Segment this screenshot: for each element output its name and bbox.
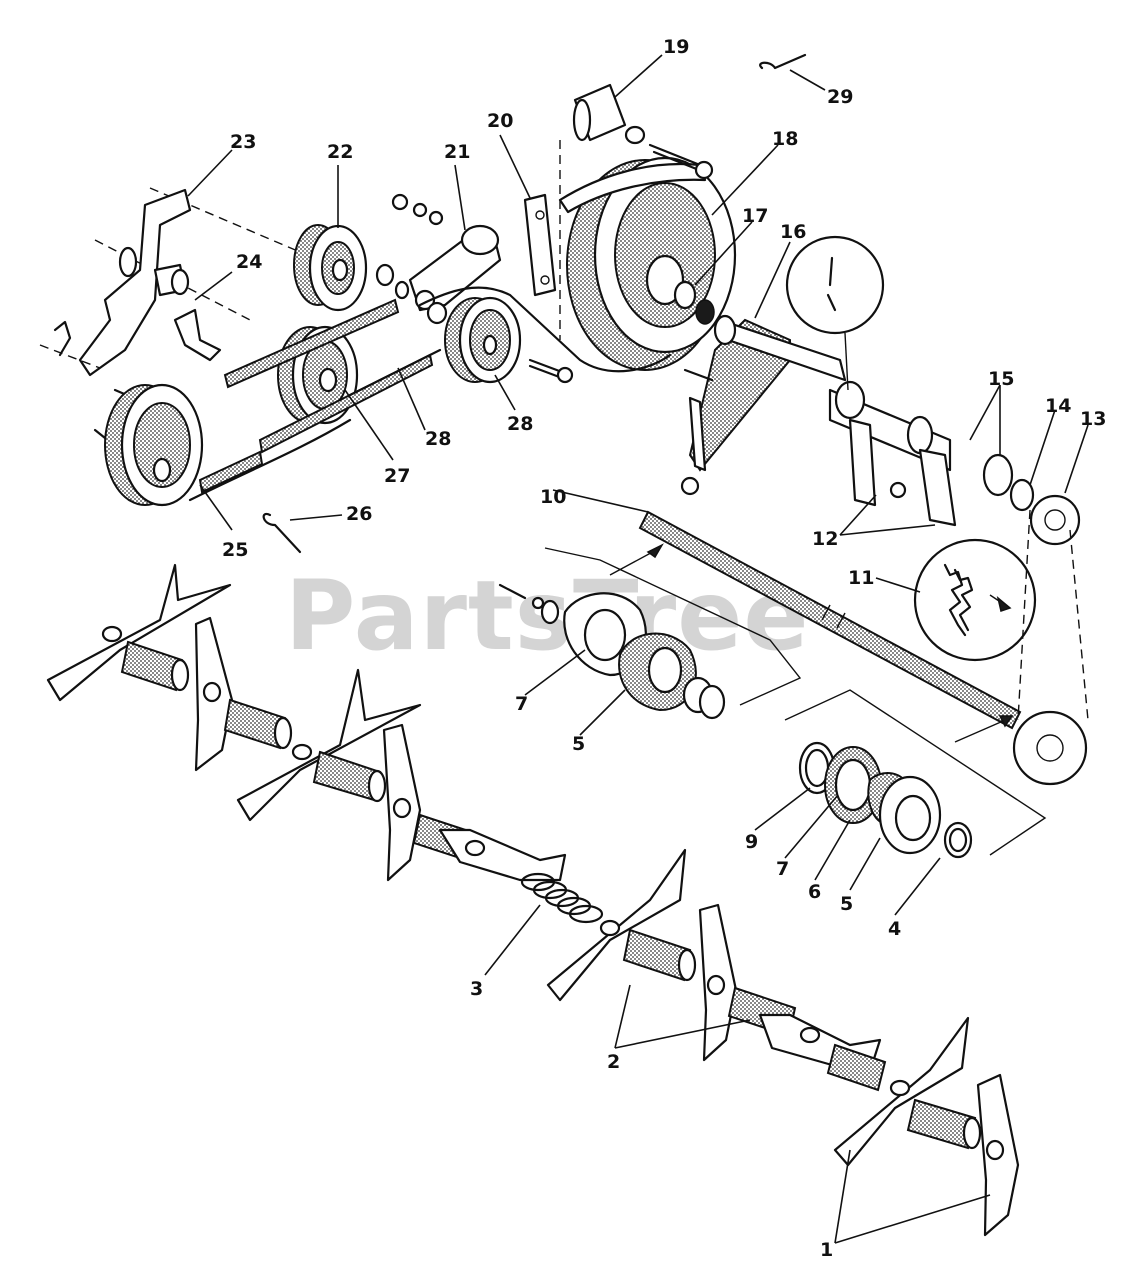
pulley-24 [93,383,204,507]
sprockets-chain [913,494,1089,786]
pulley-28 [444,296,574,384]
callout-16: 17 [742,205,768,227]
callout-12: 13 [1080,408,1106,430]
tine-shaft [638,510,1022,730]
idler-arm [391,193,502,325]
bolt-sleeve [523,83,714,297]
callout-4: 4 [888,918,901,940]
callout-1: 1 [820,1239,833,1261]
pulley-21 [293,224,410,312]
right-bearing-group [784,689,1047,859]
callout-19: 20 [487,110,513,132]
left-bearing-group [498,543,802,720]
tine-assembly [46,563,1020,1237]
callout-6: 6 [808,881,821,903]
callout-5b: 5 [840,893,853,915]
callout-5a: 5 [572,733,585,755]
callout-24: 25 [222,539,248,561]
callout-28: 28 [507,413,533,435]
callout-27: 28 [425,428,451,450]
drive-belts [188,286,672,502]
callout-11: 12 [812,528,838,550]
callout-15: 16 [780,221,806,243]
hairpin-clips [262,53,807,554]
callout-7b: 7 [776,858,789,880]
axle-bracket [680,235,1035,527]
callout-21: 22 [327,141,353,163]
callout-29: 29 [827,86,853,108]
callout-25: 26 [346,503,372,525]
callout-20: 21 [444,141,470,163]
callout-14: 15 [988,368,1014,390]
callout-8: 9 [745,831,758,853]
callout-9: 10 [540,486,566,508]
callout-7a: 7 [515,693,528,715]
callout-10: 11 [848,567,874,589]
callout-22: 23 [230,131,256,153]
callout-3: 3 [470,978,483,1000]
callout-17: 18 [772,128,798,150]
callout-26: 27 [384,465,410,487]
large-pulley [558,140,737,371]
callout-labels: 1 2 3 4 5 6 7 9 5 7 10 11 12 13 14 15 16… [222,36,1106,1261]
spring [520,872,604,924]
leader-lines [187,54,1089,1244]
callout-2: 2 [607,1051,620,1073]
callout-18: 19 [663,36,689,58]
callout-13: 14 [1045,395,1071,417]
callout-23: 24 [236,251,262,273]
